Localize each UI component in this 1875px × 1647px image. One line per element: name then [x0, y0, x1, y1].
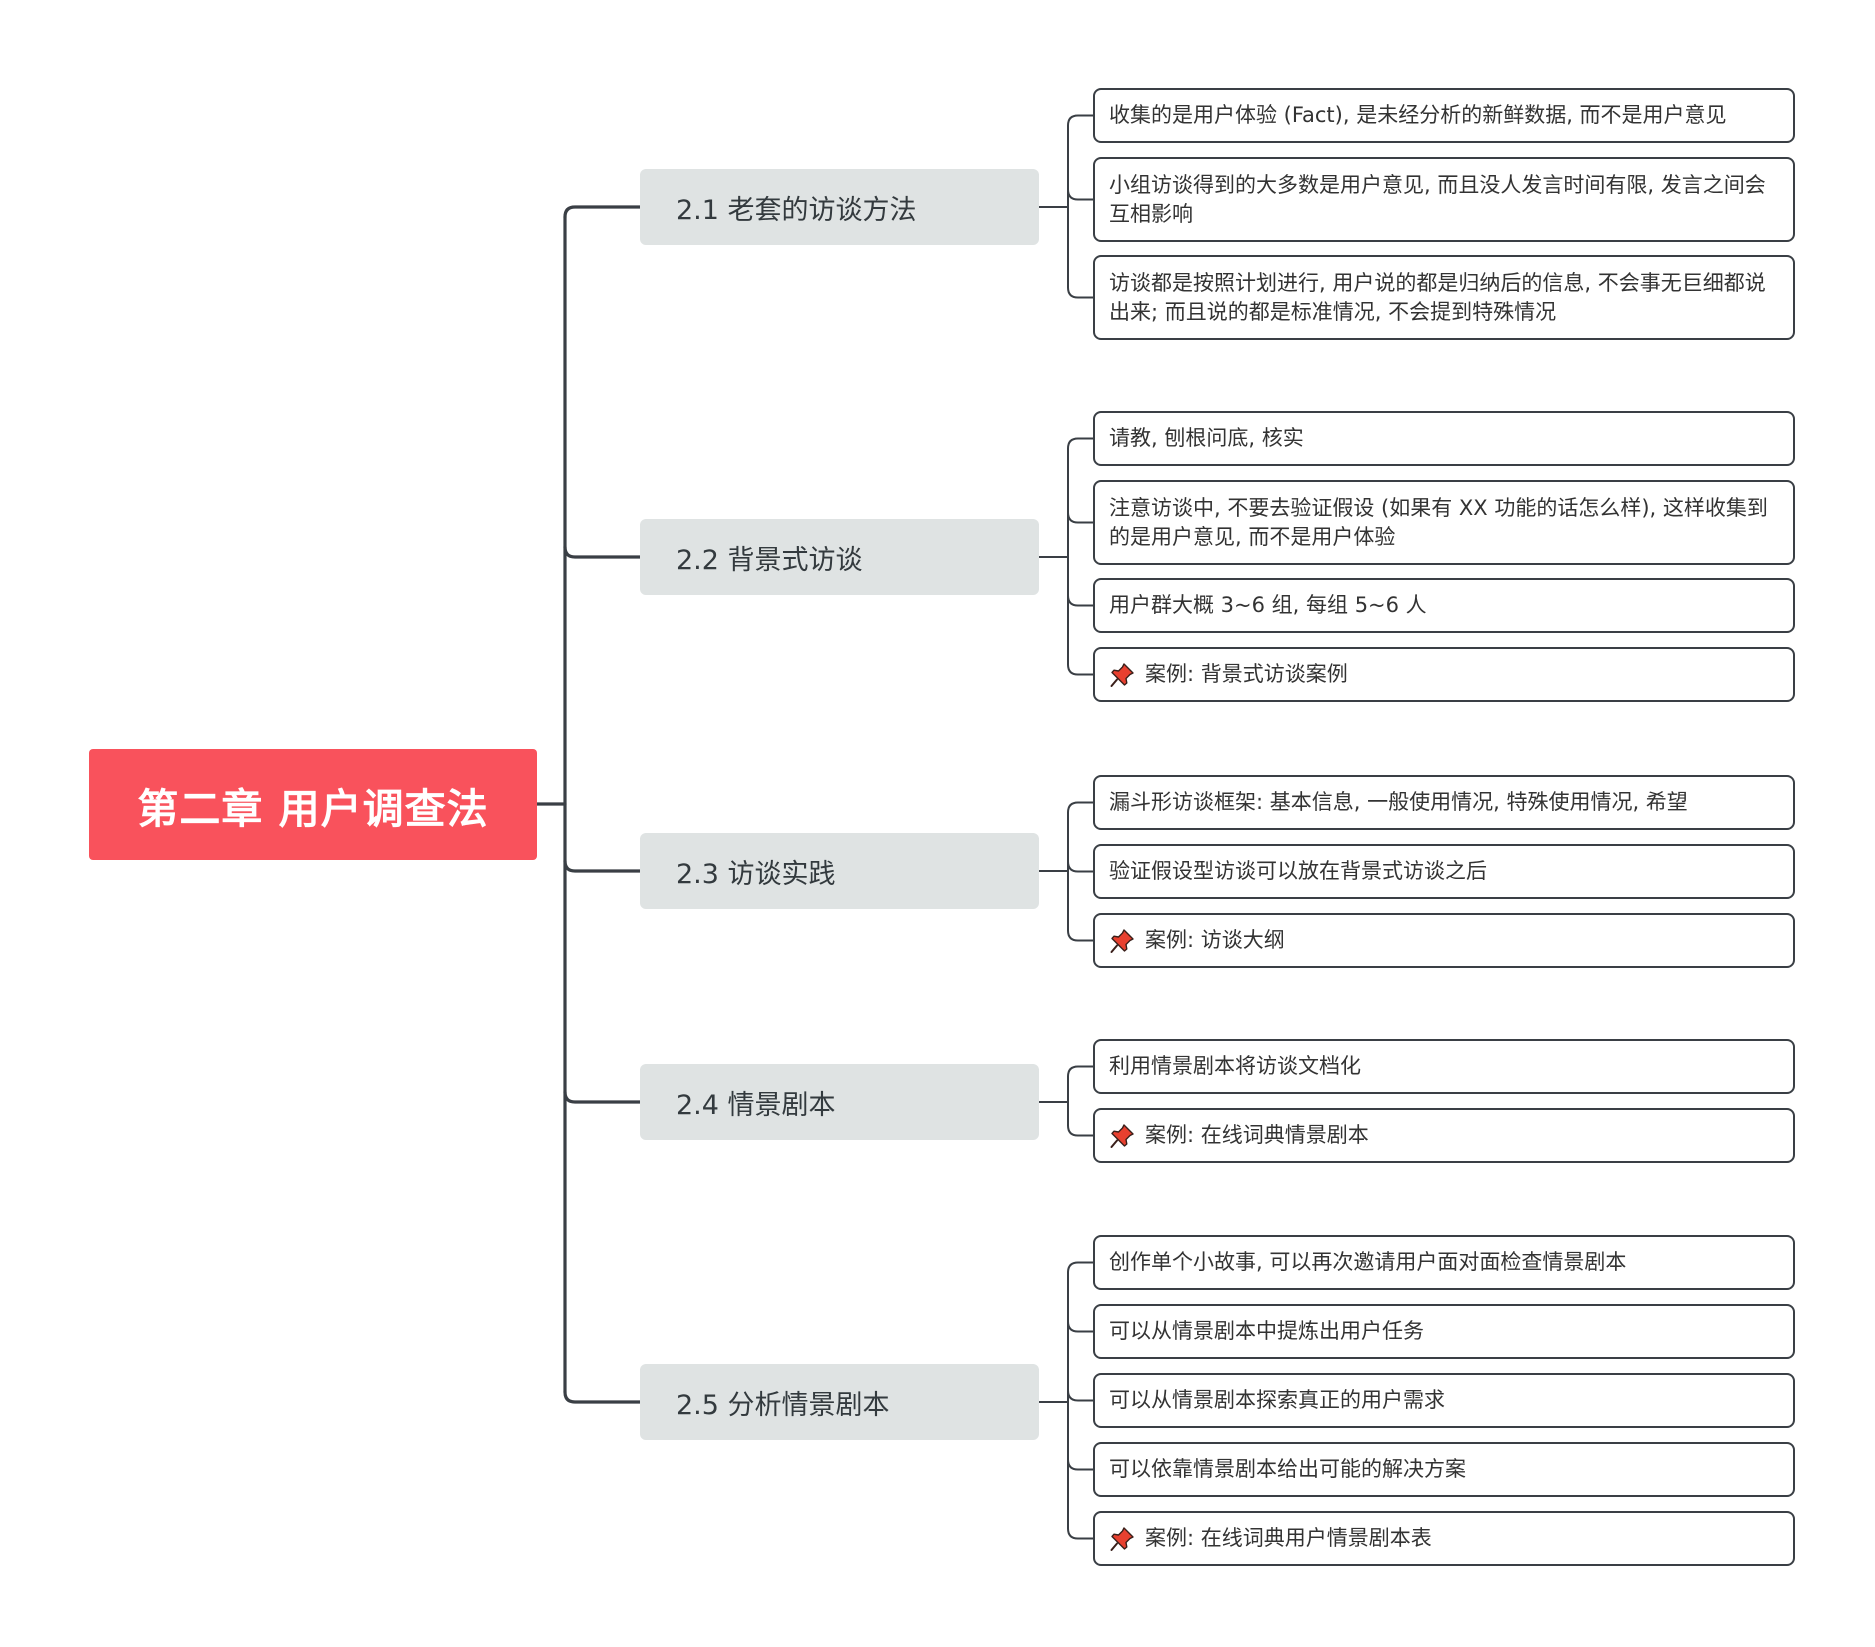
- leaf-node[interactable]: 请教, 刨根问底, 核实: [1093, 411, 1795, 466]
- leaf-text: 注意访谈中, 不要去验证假设 (如果有 XX 功能的话怎么样), 这样收集到的是…: [1109, 495, 1768, 549]
- topic-label: 2.4 情景剧本: [676, 1089, 836, 1121]
- leaf-node[interactable]: 利用情景剧本将访谈文档化: [1093, 1039, 1795, 1094]
- leaf-node[interactable]: 访谈都是按照计划进行, 用户说的都是归纳后的信息, 不会事无巨细都说出来; 而且…: [1093, 255, 1795, 340]
- leaf-text: 可以依靠情景剧本给出可能的解决方案: [1109, 1457, 1466, 1481]
- leaf-branch: [1067, 1124, 1094, 1137]
- leaf-branch: [1067, 188, 1094, 201]
- topic-branch: [563, 545, 642, 559]
- leaf-text: 小组访谈得到的大多数是用户意见, 而且没人发言时间有限, 发言之间会互相影响: [1109, 172, 1766, 226]
- leaf-node[interactable]: 案例: 背景式访谈案例: [1093, 647, 1795, 702]
- leaf-branch: [1067, 1527, 1094, 1540]
- leaf-branch: [1067, 1458, 1094, 1471]
- leaf-text: 案例: 在线词典情景剧本: [1145, 1123, 1369, 1147]
- leaf-node[interactable]: 小组访谈得到的大多数是用户意见, 而且没人发言时间有限, 发言之间会互相影响: [1093, 157, 1795, 242]
- leaf-text: 案例: 在线词典用户情景剧本表: [1145, 1526, 1432, 1550]
- root-node[interactable]: 第二章 用户调查法: [89, 749, 537, 860]
- topic-label: 2.1 老套的访谈方法: [676, 194, 917, 226]
- pushpin-icon: [1109, 662, 1135, 688]
- leaf-branch: [1067, 286, 1094, 299]
- leaf-text: 创作单个小故事, 可以再次邀请用户面对面检查情景剧本: [1109, 1250, 1627, 1274]
- root-title: 第二章 用户调查法: [137, 784, 489, 833]
- topic-branch: [563, 1390, 642, 1404]
- leaf-branch: [1067, 663, 1094, 676]
- leaf-text: 用户群大概 3~6 组, 每组 5~6 人: [1109, 593, 1427, 617]
- leaf-branch: [1067, 929, 1094, 942]
- leaf-branch: [1067, 114, 1094, 127]
- leaf-branch: [1067, 511, 1094, 524]
- topic-branch: [563, 205, 642, 219]
- leaf-text: 可以从情景剧本探索真正的用户需求: [1109, 1388, 1445, 1412]
- topic-node[interactable]: 2.2 背景式访谈: [640, 519, 1039, 595]
- topic-node[interactable]: 2.4 情景剧本: [640, 1064, 1039, 1140]
- leaf-text: 收集的是用户体验 (Fact), 是未经分析的新鲜数据, 而不是用户意见: [1109, 103, 1727, 127]
- pushpin-icon: [1109, 928, 1135, 954]
- leaf-node[interactable]: 案例: 访谈大纲: [1093, 913, 1795, 968]
- topic-branch: [563, 859, 642, 873]
- leaf-text: 案例: 访谈大纲: [1145, 928, 1285, 952]
- topic-node[interactable]: 2.5 分析情景剧本: [640, 1364, 1039, 1440]
- leaf-branch: [1067, 437, 1094, 450]
- topic-node[interactable]: 2.3 访谈实践: [640, 833, 1039, 909]
- leaf-node[interactable]: 可以从情景剧本探索真正的用户需求: [1093, 1373, 1795, 1428]
- topic-node[interactable]: 2.1 老套的访谈方法: [640, 169, 1039, 245]
- leaf-text: 访谈都是按照计划进行, 用户说的都是归纳后的信息, 不会事无巨细都说出来; 而且…: [1109, 270, 1766, 324]
- leaf-node[interactable]: 案例: 在线词典情景剧本: [1093, 1108, 1795, 1163]
- leaf-branch: [1067, 860, 1094, 873]
- leaf-branch: [1067, 594, 1094, 607]
- leaf-text: 验证假设型访谈可以放在背景式访谈之后: [1109, 859, 1487, 883]
- leaf-branch: [1067, 1261, 1094, 1274]
- leaf-node[interactable]: 创作单个小故事, 可以再次邀请用户面对面检查情景剧本: [1093, 1235, 1795, 1290]
- leaf-node[interactable]: 可以依靠情景剧本给出可能的解决方案: [1093, 1442, 1795, 1497]
- leaf-node[interactable]: 用户群大概 3~6 组, 每组 5~6 人: [1093, 578, 1795, 633]
- pushpin-icon: [1109, 1526, 1135, 1552]
- topic-label: 2.2 背景式访谈: [676, 544, 863, 576]
- leaf-branch: [1067, 1065, 1094, 1078]
- pushpin-icon: [1109, 1123, 1135, 1149]
- topic-branch: [563, 1090, 642, 1104]
- leaf-branch: [1067, 801, 1094, 814]
- leaf-text: 利用情景剧本将访谈文档化: [1109, 1054, 1361, 1078]
- topic-label: 2.5 分析情景剧本: [676, 1389, 890, 1421]
- leaf-text: 可以从情景剧本中提炼出用户任务: [1109, 1319, 1424, 1343]
- leaf-text: 请教, 刨根问底, 核实: [1109, 426, 1304, 450]
- leaf-text: 案例: 背景式访谈案例: [1145, 662, 1348, 686]
- leaf-node[interactable]: 收集的是用户体验 (Fact), 是未经分析的新鲜数据, 而不是用户意见: [1093, 88, 1795, 143]
- leaf-node[interactable]: 漏斗形访谈框架: 基本信息, 一般使用情况, 特殊使用情况, 希望: [1093, 775, 1795, 830]
- leaf-branch: [1067, 1389, 1094, 1402]
- leaf-node[interactable]: 可以从情景剧本中提炼出用户任务: [1093, 1304, 1795, 1359]
- leaf-text: 漏斗形访谈框架: 基本信息, 一般使用情况, 特殊使用情况, 希望: [1109, 790, 1688, 814]
- leaf-branch: [1067, 1320, 1094, 1333]
- topic-label: 2.3 访谈实践: [676, 858, 836, 890]
- leaf-node[interactable]: 注意访谈中, 不要去验证假设 (如果有 XX 功能的话怎么样), 这样收集到的是…: [1093, 480, 1795, 565]
- leaf-node[interactable]: 验证假设型访谈可以放在背景式访谈之后: [1093, 844, 1795, 899]
- leaf-node[interactable]: 案例: 在线词典用户情景剧本表: [1093, 1511, 1795, 1566]
